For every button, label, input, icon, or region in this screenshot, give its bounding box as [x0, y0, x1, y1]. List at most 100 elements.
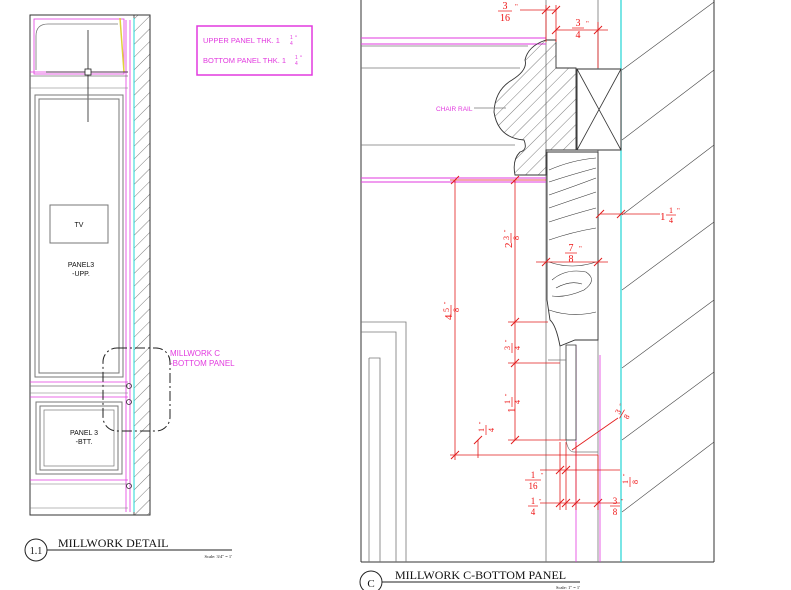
tv-label: TV	[75, 222, 84, 229]
dim-right-a-whole: 1	[660, 211, 666, 223]
dim-bot-a-den: 16	[529, 481, 539, 491]
dim-bot-c-num: 1	[531, 496, 536, 506]
upper-note-inch: "	[295, 36, 297, 42]
dim-v-c-den: 4	[513, 346, 522, 350]
detail-title: MILLWORK DETAIL	[58, 536, 168, 550]
upper-panel-inner	[38, 98, 120, 374]
upper-note-fraction-den: 4	[290, 41, 293, 47]
panel-lip	[565, 344, 577, 441]
dim-right-a-num: 1	[669, 206, 673, 215]
bottom-note-fraction-den: 4	[295, 61, 298, 67]
crown-panel	[33, 18, 125, 75]
chair-rail-profile	[493, 39, 577, 176]
section-scale: Scale: 1" = 1'	[556, 585, 580, 590]
dimensions	[450, 5, 660, 510]
dim-bot-b-inch: "	[623, 473, 629, 476]
dim-bot-a-num: 1	[531, 470, 536, 480]
lower-panel-outline	[361, 331, 397, 562]
dim-mid-a-den: 8	[569, 254, 574, 265]
detail-scale: Scale: 3/4" = 1'	[204, 554, 232, 559]
callout-sublabel: -BOTTOM PANEL	[170, 359, 235, 368]
upper-panel-outer	[34, 94, 124, 378]
upper-panel-label: PANEL3	[68, 262, 94, 269]
dim-v-b-whole: 4	[443, 314, 455, 320]
cursor-box	[84, 68, 92, 76]
dim-v-a-num: 3	[502, 236, 511, 240]
node-marker	[126, 399, 132, 405]
dim-v-b-den: 8	[452, 308, 461, 312]
dim-v-e-den: 4	[487, 428, 496, 432]
dim-v-b-inch: "	[444, 301, 450, 304]
dim-mid-a-inch: "	[579, 245, 582, 253]
dim-bot-d-den: 8	[613, 507, 618, 517]
dim-right-a-den: 4	[669, 216, 673, 225]
dim-bot-c-inch: "	[539, 499, 542, 505]
notes-box: UPPER PANEL THK. 1 1 4 " BOTTOM PANEL TH…	[196, 25, 313, 76]
tv-box	[49, 204, 109, 244]
dim-v-c-num: 3	[503, 346, 512, 350]
dim-bot-d-num: 3	[613, 496, 618, 506]
dim-diag-a-num: 3	[613, 408, 623, 416]
dim-v-c-inch: "	[505, 339, 511, 342]
millwork-section: CHAIR RAIL	[359, 0, 715, 590]
upper-panel-note: UPPER PANEL THK. 1	[203, 36, 280, 45]
bottom-panel-outer	[35, 401, 123, 475]
lower-panel-outline	[369, 357, 381, 562]
wood-grain	[548, 157, 597, 315]
bottom-panel-label: PANEL 3	[70, 430, 98, 437]
bottom-panel-inner	[39, 405, 119, 471]
callout-label: MILLWORK C	[170, 349, 220, 358]
dim-bot-d-inch: "	[621, 499, 624, 505]
lower-panel-outline	[361, 321, 407, 562]
bottom-panel-raise	[43, 409, 115, 467]
dim-top-a-inch: "	[515, 3, 518, 11]
chair-rail-label: CHAIR RAIL	[436, 106, 473, 113]
notes-frame	[196, 25, 313, 76]
dim-right-a-inch: "	[677, 207, 680, 215]
bottom-note-fraction-num: 1	[295, 55, 298, 61]
dim-mid-a-num: 7	[569, 243, 574, 254]
section-title: MILLWORK C-BOTTOM PANEL	[395, 568, 566, 582]
section-letter: C	[367, 578, 374, 590]
blocking-cross	[576, 68, 622, 151]
dim-v-d-whole: 1	[506, 408, 518, 414]
node-marker	[126, 483, 132, 489]
dim-v-d-inch: "	[505, 393, 511, 396]
dim-v-d-num: 1	[503, 400, 512, 404]
dim-top-a-den: 16	[500, 13, 510, 24]
dimension-labels: 3 16 " 3 4 " 1 1 4 " 7 8 " 2 3 8 "	[442, 1, 680, 517]
dim-diag-a-den: 8	[622, 413, 632, 421]
upper-panel-sublabel: -UPP.	[72, 271, 90, 278]
millwork-elevation: TV PANEL3 -UPP. PANEL 3 -BTT. MILLWORK C…	[24, 14, 235, 562]
dim-v-a-inch: "	[504, 229, 510, 232]
bottom-panel-note: BOTTOM PANEL THK. 1	[203, 56, 286, 65]
detail-number: 1.1	[30, 546, 43, 557]
dim-v-b-num: 5	[442, 308, 451, 312]
dim-bot-a-inch: "	[541, 473, 544, 479]
dim-diag-a-inch: "	[619, 403, 626, 409]
upper-note-fraction-num: 1	[290, 35, 293, 41]
wall-hatch	[133, 14, 151, 516]
detail-callout-bubble[interactable]	[102, 347, 171, 432]
dim-bot-c-den: 4	[531, 507, 536, 517]
dim-v-d-den: 4	[513, 400, 522, 404]
dim-bot-b-num: 1	[621, 480, 630, 484]
dim-leader	[571, 417, 619, 451]
crown-profile	[35, 23, 118, 70]
dim-top-b-inch: "	[586, 20, 589, 28]
dim-v-e-num: 1	[477, 428, 486, 432]
bottom-note-inch: "	[300, 56, 302, 62]
dim-v-e-inch: "	[479, 421, 485, 424]
dim-top-a-num: 3	[503, 1, 508, 12]
dim-bot-b-den: 8	[631, 480, 640, 484]
dim-v-a-den: 8	[512, 236, 521, 240]
dim-top-b-num: 3	[576, 18, 581, 29]
bottom-panel-sublabel: -BTT.	[76, 439, 93, 446]
yellow-line	[119, 17, 125, 73]
panel-board	[546, 151, 599, 347]
dim-v-a-whole: 2	[503, 243, 515, 249]
panel-lip-curve	[565, 439, 598, 453]
wall-diagonals	[621, 1, 715, 513]
node-marker	[126, 383, 132, 389]
